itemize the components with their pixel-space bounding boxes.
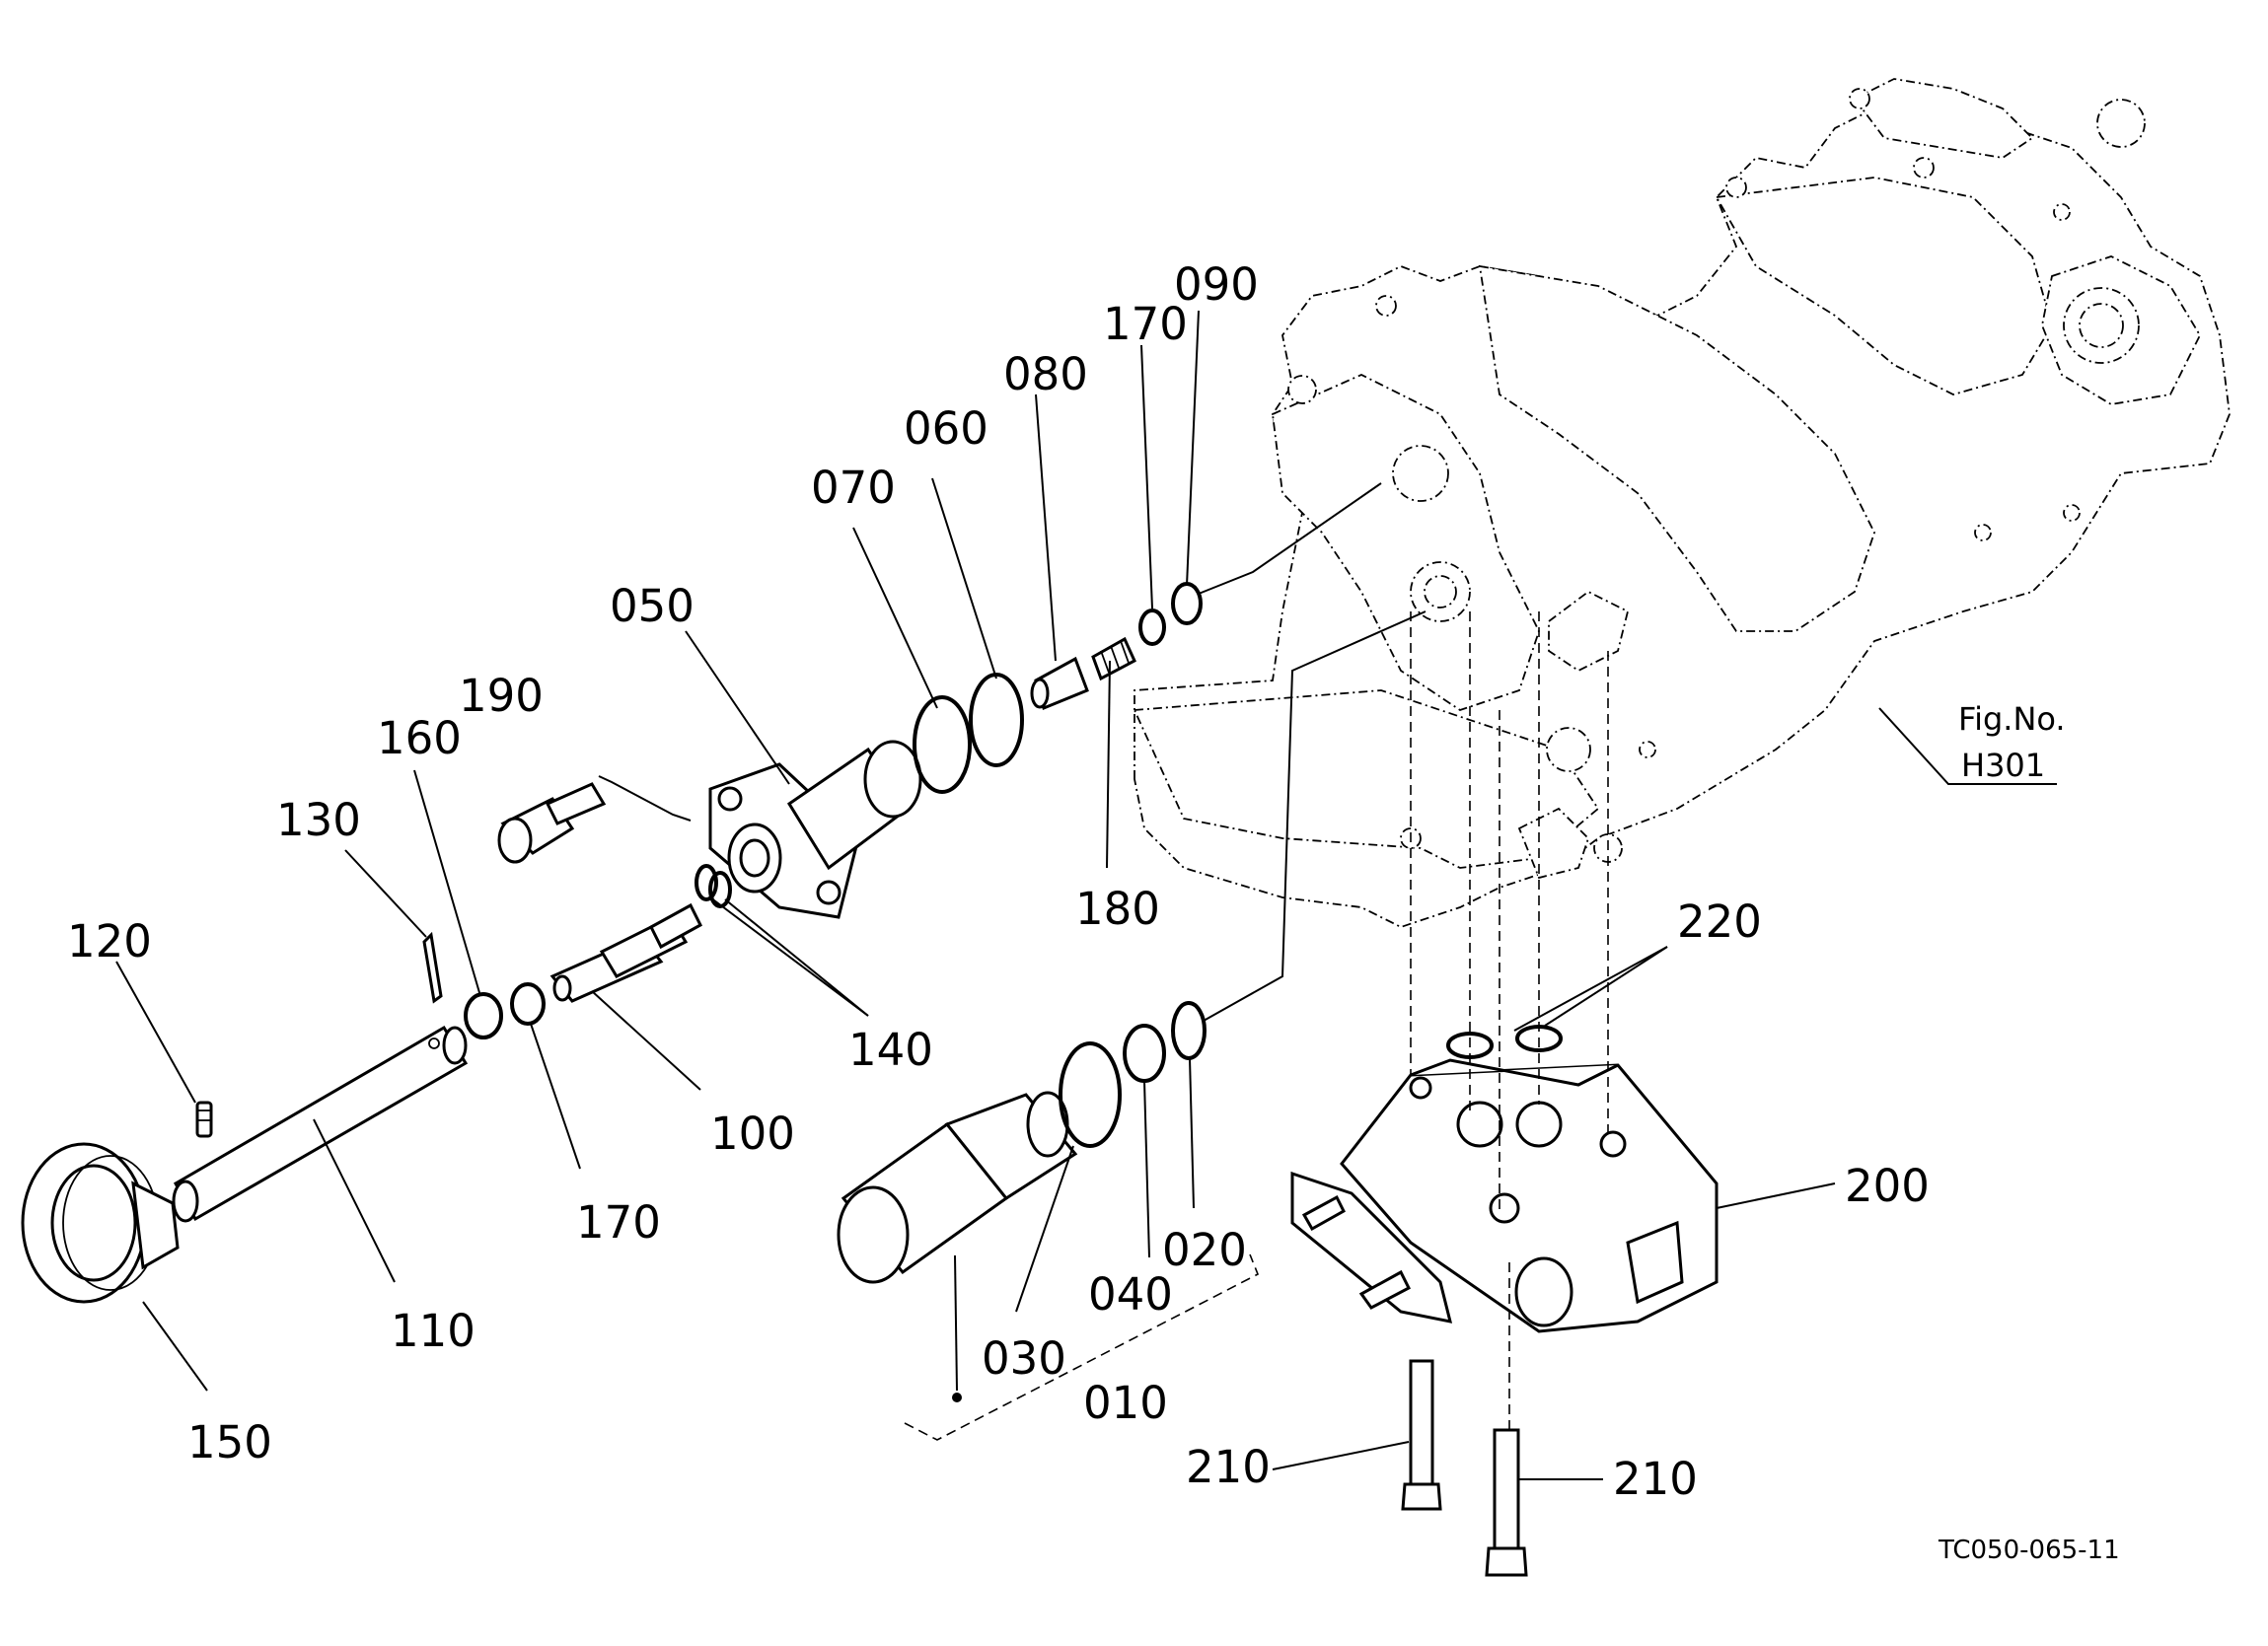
callout-080: 080	[1003, 348, 1088, 400]
spring-part-180	[1091, 636, 1136, 681]
valve-body-part-050	[708, 740, 922, 919]
drawing-number: TC050-065-11	[1938, 1536, 2120, 1565]
callout-170-lower: 170	[576, 1196, 661, 1249]
callout-160: 160	[377, 712, 462, 764]
washer-part-090	[1171, 582, 1203, 625]
hydraulic-housing-phantom	[1133, 78, 2231, 928]
o-ring-part-020	[1171, 1001, 1207, 1060]
o-rings-part-140	[695, 864, 732, 908]
callout-120: 120	[67, 915, 152, 967]
callout-070: 070	[811, 462, 896, 514]
studs-on-valve	[1301, 1194, 1411, 1310]
group-010-bracket	[904, 1253, 1260, 1441]
figure-ref-line2: H301	[1961, 747, 2045, 784]
callout-040: 040	[1088, 1268, 1173, 1321]
figure-ref-leader	[1878, 707, 2057, 785]
callout-110: 110	[391, 1305, 476, 1357]
split-pin-part-130	[422, 931, 443, 1004]
callout-130: 130	[276, 794, 361, 846]
callout-050: 050	[610, 580, 695, 632]
callout-210-right: 210	[1613, 1453, 1698, 1505]
control-valve-part-200	[1290, 1058, 1719, 1333]
leader-010-dot	[954, 1254, 958, 1392]
callout-020: 020	[1162, 1224, 1247, 1276]
shaft-part-110	[172, 1025, 469, 1223]
leader-lines	[115, 310, 1836, 1480]
spool-part-100	[549, 902, 702, 1003]
callout-170-upper: 170	[1103, 298, 1188, 350]
alignment-lines	[1410, 611, 1609, 1430]
bolt-part-210-right	[1485, 1428, 1528, 1577]
o-ring-part-060	[969, 673, 1024, 767]
callout-190: 190	[459, 670, 544, 722]
callout-100: 100	[710, 1108, 795, 1160]
figure-reference: Fig.No. H301	[1878, 700, 2066, 785]
callout-220: 220	[1677, 895, 1762, 948]
callout-060: 060	[904, 402, 988, 455]
knob-part-150	[21, 1142, 180, 1304]
relief-valve-part-010	[837, 1091, 1078, 1284]
callout-010: 010	[1083, 1377, 1168, 1429]
pin-part-120	[195, 1101, 213, 1138]
o-rings-part-220	[1446, 1025, 1563, 1059]
washer-part-170-right	[1138, 608, 1166, 646]
o-ring-part-070	[913, 695, 972, 794]
poppet-part-080	[1030, 656, 1089, 711]
callout-030: 030	[982, 1332, 1066, 1385]
washer-part-170-left	[510, 982, 546, 1026]
callout-210-left: 210	[1186, 1441, 1271, 1493]
figure-ref-line1: Fig.No.	[1958, 700, 2066, 738]
callout-140: 140	[848, 1024, 933, 1076]
callout-200: 200	[1845, 1160, 1930, 1212]
callout-090: 090	[1174, 258, 1259, 311]
callout-labels: 120 130 160 190 050 070 060 080 170 090 …	[67, 258, 1930, 1505]
backup-ring-part-040	[1123, 1024, 1166, 1083]
washer-part-160	[464, 992, 503, 1039]
bolt-part-210-left	[1401, 1359, 1442, 1511]
callout-150: 150	[187, 1416, 272, 1468]
o-ring-part-030	[1059, 1041, 1122, 1148]
callout-180: 180	[1075, 883, 1160, 935]
group-010-dot	[952, 1393, 962, 1402]
bolt-part-190	[497, 782, 607, 864]
